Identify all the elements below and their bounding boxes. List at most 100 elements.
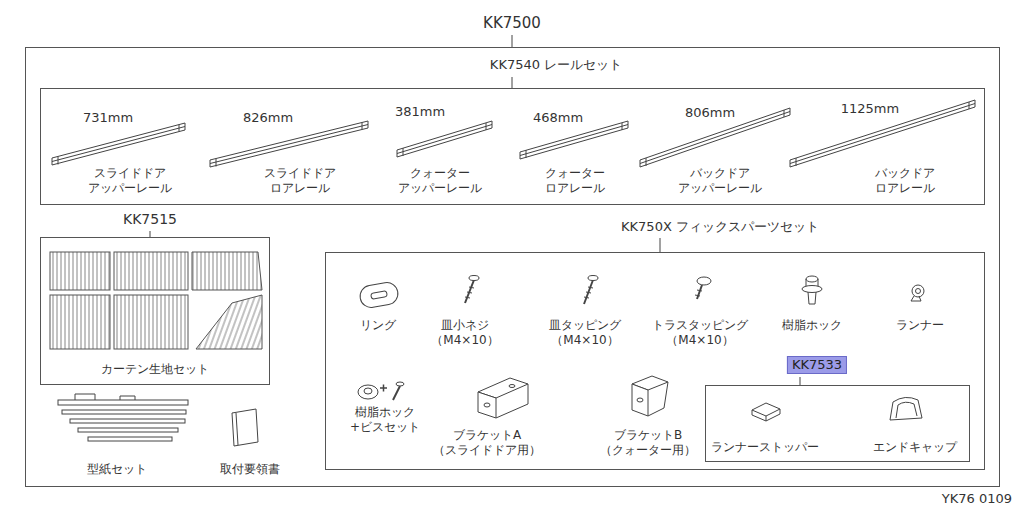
- curtain-fabric: [196, 295, 262, 349]
- part-name: ブラケットB （クォーター用）: [600, 428, 696, 458]
- clip-icon: [802, 286, 822, 293]
- rail-drawing: [520, 123, 628, 158]
- curtain-fabric: [114, 252, 188, 290]
- screw-icon: [588, 276, 598, 281]
- leader-line: [660, 238, 661, 252]
- rail-drawing: [52, 125, 185, 165]
- part-name: 皿タッピング （M4×10）: [549, 318, 621, 348]
- part-name: ブラケットA （スライドドア用）: [433, 428, 541, 458]
- bracket-icon: [484, 403, 490, 407]
- end-cap-icon: [890, 397, 922, 420]
- set-code: KK7515: [123, 211, 177, 229]
- screw-icon: [584, 280, 593, 304]
- pattern-paper: [88, 437, 172, 441]
- bracket-icon: [637, 398, 643, 402]
- clip-screw-icon: [396, 382, 404, 386]
- end-cap-icon: [896, 402, 917, 418]
- clip-icon: [802, 276, 822, 304]
- dimension: 806mm: [685, 105, 735, 121]
- leader-line: [512, 77, 513, 88]
- set-code: KK7533: [787, 356, 847, 374]
- rail-drawing: [790, 100, 975, 167]
- rail-drawing: [52, 123, 185, 165]
- curtain-fabric: [50, 252, 110, 290]
- ring-icon: [358, 281, 399, 309]
- part-name: ランナーストッパー: [711, 440, 819, 455]
- ring-icon: [371, 291, 388, 300]
- clip-screw-icon: [358, 385, 378, 399]
- part-name: クォーター アッパーレール: [398, 166, 482, 196]
- clip-icon: [808, 292, 816, 304]
- bracket-icon: [478, 376, 668, 418]
- rail-drawing: [210, 123, 368, 167]
- dimension: 1125mm: [841, 101, 899, 117]
- bracket-icon: [509, 385, 515, 388]
- clip-screw-icon: [358, 382, 404, 400]
- pattern-paper: [78, 428, 178, 432]
- part-name: バックドア ロアレール: [875, 166, 935, 196]
- screw-icon: [697, 285, 702, 299]
- runner-icon: [911, 296, 921, 301]
- part-name: エンドキャップ: [873, 440, 957, 455]
- runner-icon: [912, 285, 924, 297]
- curtain-fabric: [192, 252, 262, 290]
- bracket-icon: [648, 382, 668, 416]
- part-name: スライドドア ロアレール: [264, 166, 336, 196]
- dimension: 826mm: [243, 110, 293, 126]
- manual-booklet: [232, 409, 258, 446]
- curtain-fabric: [50, 252, 262, 349]
- screw-icon: [465, 276, 711, 305]
- bracket-icon: [632, 384, 648, 416]
- dimension: 381mm: [395, 104, 445, 120]
- screw-icon: [584, 287, 593, 298]
- part-name: 型紙セット: [87, 462, 147, 477]
- rail-drawing: [52, 100, 975, 167]
- runner-icon: [911, 285, 924, 301]
- rail-drawing: [397, 123, 492, 156]
- part-name: 取付要領書: [220, 462, 280, 477]
- pattern-paper: [75, 394, 135, 400]
- rail-drawing: [210, 121, 368, 167]
- manual-booklet: [232, 409, 258, 446]
- set-code: KK7500: [483, 14, 541, 33]
- runner-icon: [916, 289, 921, 294]
- ring-icon: [358, 281, 399, 309]
- part-name: 皿小ネジ （M4×10）: [431, 318, 498, 348]
- clip-screw-icon: [393, 386, 400, 400]
- pattern-paper: [62, 410, 186, 414]
- clip-icon: [806, 276, 818, 282]
- leader-line: [512, 35, 513, 47]
- dimension: 731mm: [83, 110, 133, 126]
- part-name: 樹脂ホック: [782, 318, 842, 333]
- clip-screw-icon: [364, 388, 372, 394]
- pattern-paper: [70, 419, 185, 423]
- set-code: KK750X フィックスパーツセット: [621, 219, 819, 235]
- bracket-icon: [496, 384, 528, 418]
- screw-icon: [697, 277, 711, 285]
- pattern-paper: [58, 394, 188, 441]
- set-name: カーテン生地セット: [101, 362, 209, 377]
- part-name: リング: [360, 318, 396, 333]
- screw-icon: [695, 290, 702, 296]
- set-code: KK7540 レールセット: [490, 57, 622, 73]
- stopper-icon: [752, 403, 780, 416]
- manual-booklet: [236, 413, 238, 445]
- stopper-icon: [752, 409, 780, 421]
- stopper-icon: [752, 403, 780, 421]
- part-name: バックドア アッパーレール: [678, 166, 762, 196]
- end-cap-icon: [890, 397, 922, 420]
- part-name: トラスタッピング （M4×10）: [652, 318, 748, 348]
- screw-icon: [465, 287, 474, 298]
- leader-line: [800, 377, 801, 385]
- part-name: ランナー: [896, 318, 944, 333]
- dimension: 468mm: [533, 110, 583, 126]
- bracket-icon: [478, 392, 496, 418]
- rail-drawing: [790, 102, 975, 166]
- screw-icon: [469, 276, 479, 281]
- part-name: クォーター ロアレール: [545, 166, 605, 196]
- drawing-number: YK76 0109: [942, 491, 1012, 507]
- part-name: スライドドア アッパーレール: [88, 166, 172, 196]
- curtain-fabric: [114, 295, 188, 349]
